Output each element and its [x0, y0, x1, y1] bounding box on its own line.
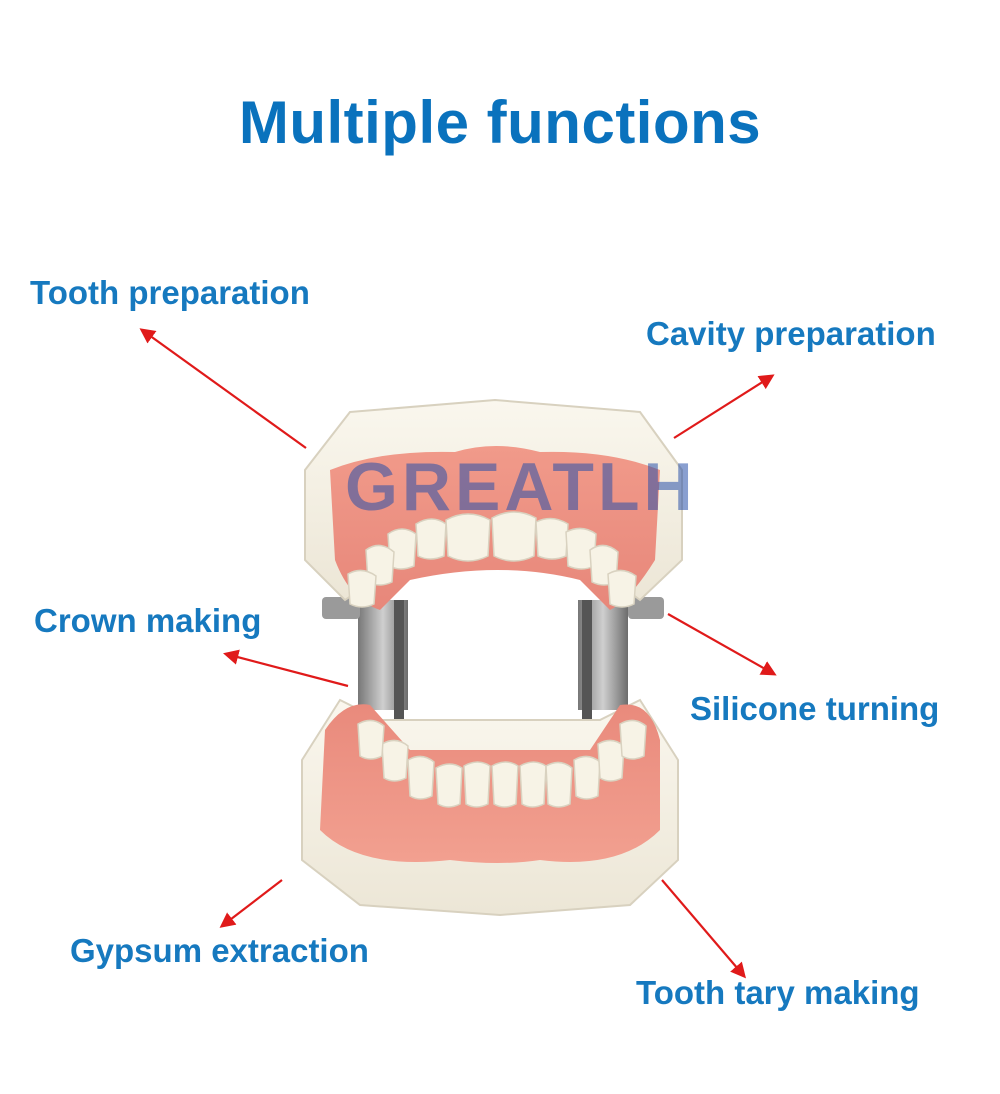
- upper-teeth: [347, 511, 637, 608]
- label-cavity-preparation: Cavity preparation: [646, 315, 936, 352]
- hinge-right: [578, 597, 664, 730]
- hinge-left: [322, 597, 408, 730]
- callout-arrows: [139, 328, 777, 979]
- arrow-crown-making: [223, 649, 349, 688]
- label-gypsum-extraction: Gypsum extraction: [70, 932, 369, 969]
- arrow-tooth-preparation: [139, 328, 307, 449]
- arrow-silicone-turning: [667, 613, 777, 676]
- page-title: Multiple functions: [238, 89, 762, 156]
- label-silicone-turning: Silicone turning: [690, 690, 940, 727]
- lower-gum: [320, 704, 660, 863]
- label-tooth-preparation: Tooth preparation: [30, 274, 310, 311]
- arrow-tooth-tary-making: [661, 879, 747, 979]
- lower-teeth: [357, 719, 647, 808]
- arrow-cavity-preparation: [673, 374, 775, 439]
- brand-watermark: GREATLH: [345, 449, 697, 525]
- label-crown-making: Crown making: [34, 602, 262, 639]
- label-tooth-tary-making: Tooth tary making: [636, 974, 920, 1011]
- arrow-gypsum-extraction: [219, 879, 283, 928]
